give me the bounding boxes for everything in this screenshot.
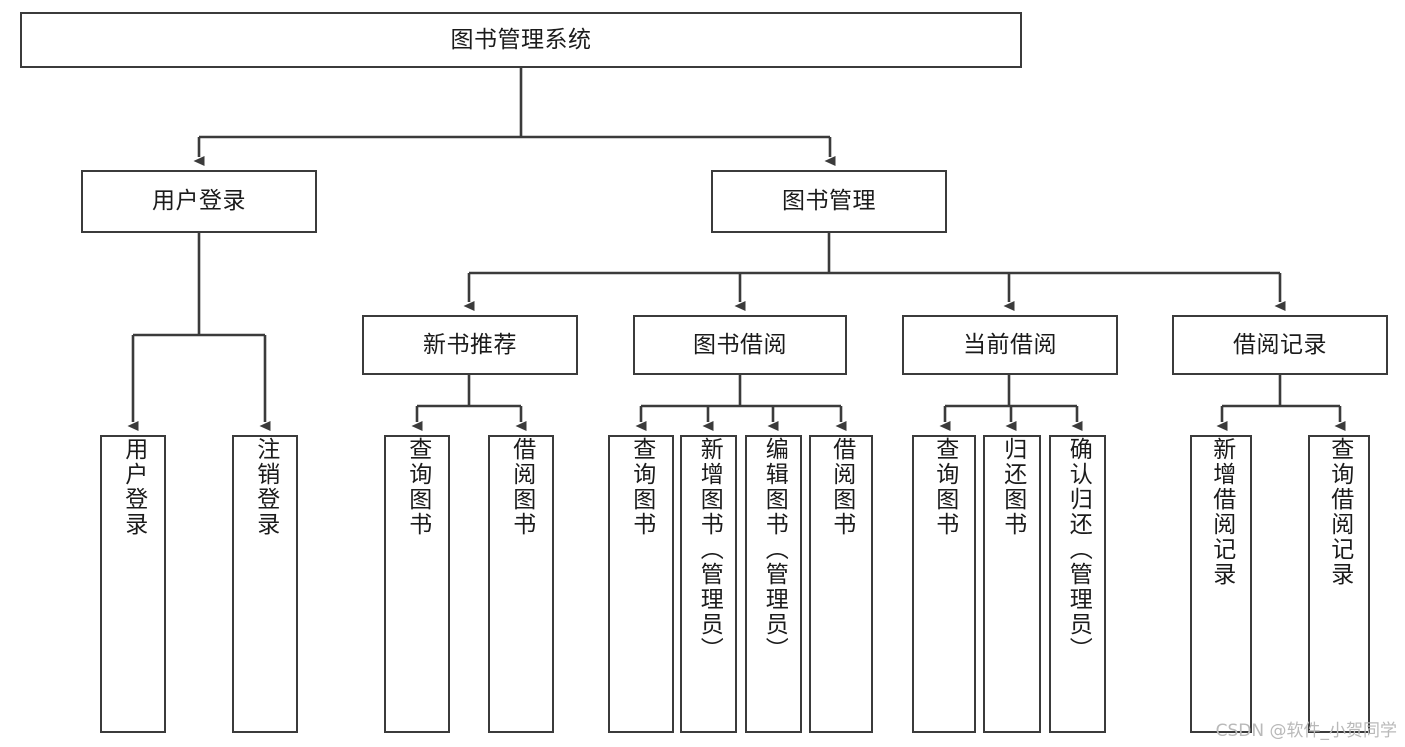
node-label: 新增借阅记录: [1208, 437, 1235, 587]
node-label: 注销登录: [252, 437, 279, 537]
node-leaf-query-book-newbook[interactable]: 查询图书: [384, 435, 450, 733]
node-current-borrowing[interactable]: 当前借阅: [902, 315, 1118, 375]
node-label: 新增图书（管理员）: [696, 437, 723, 662]
csdn-watermark: CSDN @软件_小贺同学: [1215, 721, 1397, 741]
node-label: 新书推荐: [423, 331, 517, 358]
node-new-book-recommendation[interactable]: 新书推荐: [362, 315, 578, 375]
node-leaf-confirm-return-admin[interactable]: 确认归还（管理员）: [1049, 435, 1106, 733]
node-label: 查询图书: [931, 437, 958, 537]
node-leaf-add-borrow-record[interactable]: 新增借阅记录: [1190, 435, 1252, 733]
node-label: 确认归还（管理员）: [1065, 437, 1092, 662]
node-label: 借阅图书: [508, 437, 535, 537]
node-label: 借阅图书: [828, 437, 855, 537]
node-user-login[interactable]: 用户登录: [81, 170, 317, 233]
node-leaf-borrow-book[interactable]: 借阅图书: [809, 435, 873, 733]
node-label: 归还图书: [999, 437, 1026, 537]
node-leaf-return-book[interactable]: 归还图书: [983, 435, 1041, 733]
node-leaf-edit-book-admin[interactable]: 编辑图书（管理员）: [745, 435, 802, 733]
node-label: 编辑图书（管理员）: [761, 437, 788, 662]
node-label: 当前借阅: [963, 331, 1057, 358]
node-label: 查询图书: [628, 437, 655, 537]
node-leaf-user-login[interactable]: 用户登录: [100, 435, 166, 733]
node-leaf-query-book-current[interactable]: 查询图书: [912, 435, 976, 733]
node-root-book-management-system[interactable]: 图书管理系统: [20, 12, 1022, 68]
node-label: 查询借阅记录: [1326, 437, 1353, 587]
node-leaf-logout[interactable]: 注销登录: [232, 435, 298, 733]
node-borrowing-record[interactable]: 借阅记录: [1172, 315, 1388, 375]
node-label: 图书管理系统: [450, 26, 592, 53]
node-label: 图书借阅: [693, 331, 787, 358]
node-book-borrowing[interactable]: 图书借阅: [633, 315, 847, 375]
node-label: 借阅记录: [1233, 331, 1327, 358]
node-label: 查询图书: [404, 437, 431, 537]
node-label: 用户登录: [120, 437, 147, 537]
node-leaf-add-book-admin[interactable]: 新增图书（管理员）: [680, 435, 737, 733]
node-leaf-query-borrow-record[interactable]: 查询借阅记录: [1308, 435, 1370, 733]
node-leaf-query-book-borrow[interactable]: 查询图书: [608, 435, 674, 733]
node-book-management[interactable]: 图书管理: [711, 170, 947, 233]
node-label: 图书管理: [782, 188, 876, 215]
node-label: 用户登录: [152, 188, 246, 215]
node-leaf-borrow-book-newbook[interactable]: 借阅图书: [488, 435, 554, 733]
